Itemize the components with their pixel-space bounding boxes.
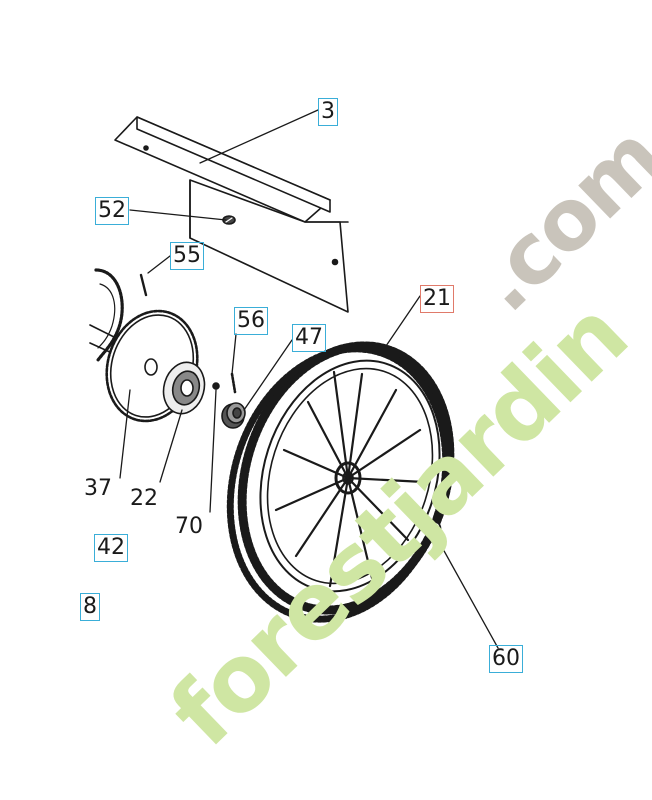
part-60-washer xyxy=(426,521,442,541)
label-part-56[interactable]: 56 xyxy=(234,307,268,335)
label-part-55[interactable]: 55 xyxy=(170,242,204,270)
part-21-wheel xyxy=(226,341,455,623)
label-part-3[interactable]: 3 xyxy=(318,98,338,126)
part-47-nut xyxy=(221,402,246,429)
label-part-37[interactable]: 37 xyxy=(84,476,112,501)
part-56-pin xyxy=(230,372,237,394)
part-22-gear-hub xyxy=(162,361,206,415)
label-part-21[interactable]: 21 xyxy=(420,285,454,313)
part-3-bracket-plate xyxy=(114,116,349,313)
label-part-70[interactable]: 70 xyxy=(175,514,203,539)
label-part-8[interactable]: 8 xyxy=(80,593,100,621)
label-part-22[interactable]: 22 xyxy=(130,486,158,511)
part-52-screw xyxy=(222,215,236,225)
label-part-42[interactable]: 42 xyxy=(94,534,128,562)
label-part-52[interactable]: 52 xyxy=(95,197,129,225)
leader-lines xyxy=(119,109,499,649)
label-part-60[interactable]: 60 xyxy=(489,645,523,673)
part-55-pin xyxy=(139,273,148,297)
label-part-47[interactable]: 47 xyxy=(292,324,326,352)
part-70-screw xyxy=(212,382,220,390)
